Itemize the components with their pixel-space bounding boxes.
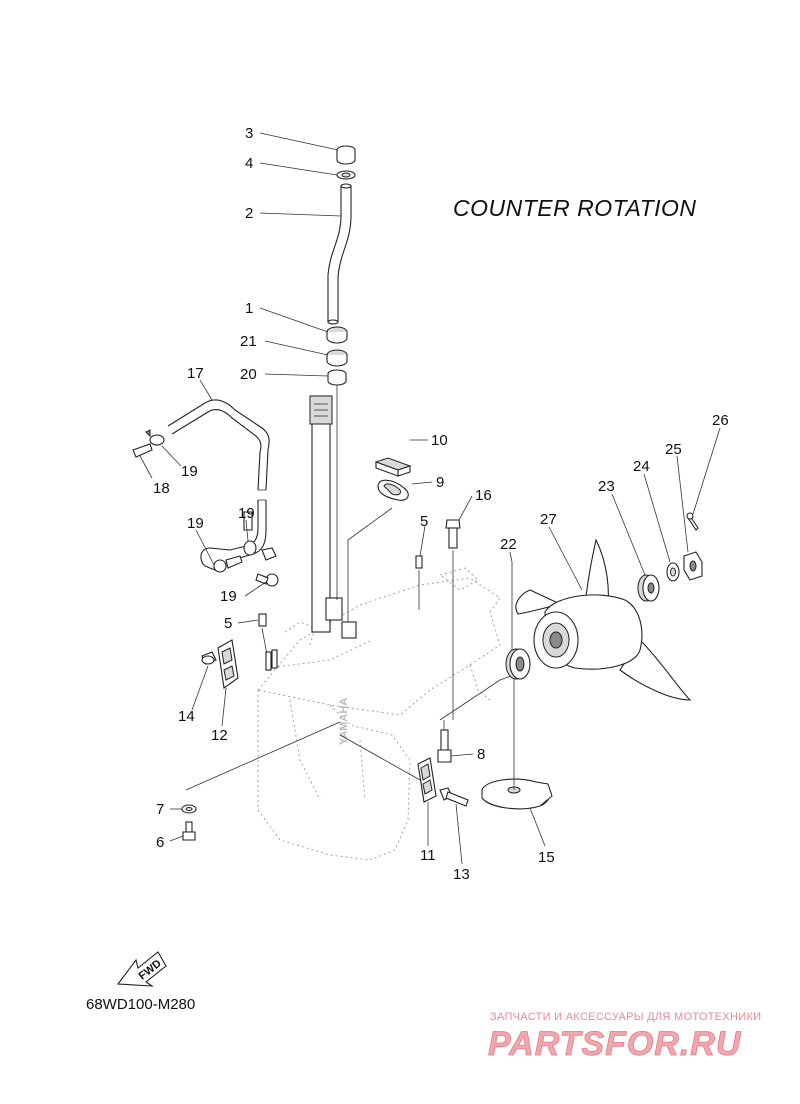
callout-5-upper: 5	[420, 513, 428, 530]
diagram-code: 68WD100-M280	[86, 996, 195, 1013]
callout-2: 2	[245, 205, 253, 222]
part-14-bolt	[201, 651, 217, 665]
callout-12: 12	[211, 727, 228, 744]
callout-8: 8	[477, 746, 485, 763]
part-19-clip-middle	[243, 511, 257, 556]
callout-19d: 19	[220, 588, 237, 605]
watermark-brand: PARTSFOR.RU	[488, 1025, 742, 1063]
drive-shaft	[309, 395, 357, 639]
watermark-tagline: ЗАПЧАСТИ И АКСЕССУАРЫ ДЛЯ МОТОТЕХНИКИ	[490, 1011, 761, 1023]
callout-14: 14	[178, 708, 195, 725]
part-5-dowel-lower	[258, 613, 267, 627]
watermark: ЗАПЧАСТИ И АКСЕССУАРЫ ДЛЯ МОТОТЕХНИКИ PA…	[488, 1011, 761, 1063]
part-15-trim-tab	[481, 778, 553, 810]
part-19-clip-upper	[145, 429, 165, 446]
part-10-seal	[374, 457, 412, 477]
part-19-clip-left	[213, 555, 243, 573]
callout-19b: 19	[187, 515, 204, 532]
stud-bolts	[265, 649, 278, 671]
callout-25: 25	[665, 441, 682, 458]
lower-case-housing: YAMAHA	[257, 567, 501, 861]
part-21-seal	[326, 349, 348, 367]
part-23-spacer	[637, 574, 660, 602]
callout-15: 15	[538, 849, 555, 866]
callout-1: 1	[245, 300, 253, 317]
callout-17: 17	[187, 365, 204, 382]
part-20-seal	[327, 369, 347, 386]
part-7-washer	[181, 804, 197, 814]
callout-19c: 19	[238, 505, 255, 522]
part-4-washer	[336, 170, 356, 180]
part-26-cotter-pin	[686, 512, 699, 531]
part-18-fitting	[132, 443, 153, 458]
callout-21: 21	[240, 333, 257, 350]
callout-13: 13	[453, 866, 470, 883]
part-16-bolt	[445, 519, 461, 549]
callout-9: 9	[436, 474, 444, 491]
callout-16: 16	[475, 487, 492, 504]
callout-27: 27	[540, 511, 557, 528]
part-12-anode	[217, 639, 239, 689]
part-13-bolt	[439, 787, 469, 807]
callout-19a: 19	[181, 463, 198, 480]
fwd-arrow: FWD	[116, 951, 167, 987]
part-5-dowel-upper	[415, 555, 423, 569]
callout-11: 11	[420, 847, 436, 864]
callout-numbers: 3 4 2 1 21 20 17 19 18 19 19 19 5 10 9 1…	[153, 125, 729, 883]
callout-3: 3	[245, 125, 253, 142]
leader-lines	[139, 132, 721, 865]
part-8-bolt	[437, 729, 452, 763]
callout-10: 10	[431, 432, 448, 449]
callout-5-lower: 5	[224, 615, 232, 632]
part-19-clip-lower	[255, 547, 279, 587]
svg-text:YAMAHA: YAMAHA	[338, 698, 350, 745]
part-1-grommet	[326, 326, 348, 344]
part-11-anode	[417, 757, 437, 803]
part-27-propeller	[515, 538, 692, 701]
part-3-grommet	[336, 145, 356, 165]
callout-18: 18	[153, 480, 170, 497]
diagram-title: COUNTER ROTATION	[453, 195, 697, 221]
callout-7: 7	[156, 801, 164, 818]
part-22-spacer	[505, 648, 531, 680]
part-25-nut	[683, 551, 703, 581]
callout-20: 20	[240, 366, 257, 383]
part-6-bolt	[182, 821, 196, 841]
part-9-seal	[377, 479, 409, 501]
callout-22: 22	[500, 536, 517, 553]
callout-23: 23	[598, 478, 615, 495]
callout-26: 26	[712, 412, 729, 429]
part-2-water-pipe	[327, 183, 352, 325]
part-24-washer	[666, 562, 680, 582]
callout-24: 24	[633, 458, 650, 475]
callout-4: 4	[245, 155, 253, 172]
callout-6: 6	[156, 834, 164, 851]
